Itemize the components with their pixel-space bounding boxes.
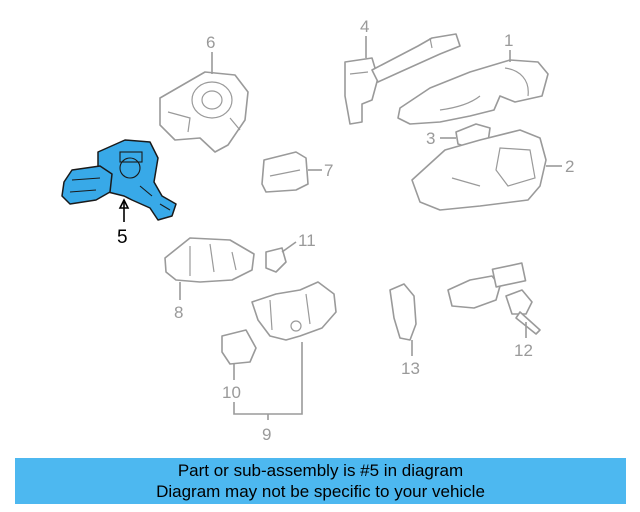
- part-10-switch[interactable]: [221, 329, 257, 365]
- part-2-lower-shroud[interactable]: [411, 129, 547, 211]
- part-5-combination-switch[interactable]: [61, 139, 177, 221]
- part-8-housing[interactable]: [164, 237, 255, 283]
- banner-line-2: Diagram may not be specific to your vehi…: [156, 482, 485, 501]
- part-6-clockspring[interactable]: [159, 71, 249, 153]
- callout-2: 2: [565, 157, 574, 176]
- callout-8: 8: [174, 303, 183, 322]
- part-1-upper-shroud[interactable]: [397, 59, 549, 125]
- callout-10: 10: [222, 383, 241, 402]
- part-7-bracket[interactable]: [261, 151, 309, 193]
- banner-line-1: Part or sub-assembly is #5 in diagram: [177, 461, 464, 480]
- part-13-key-part[interactable]: [389, 283, 417, 341]
- callout-9: 9: [262, 425, 271, 444]
- callout-4: 4: [360, 17, 369, 36]
- part-11-nut[interactable]: [265, 247, 287, 273]
- callout-13: 13: [401, 359, 420, 378]
- part-4-wiper-switch[interactable]: [344, 33, 461, 125]
- part-12-lock-cylinder[interactable]: [447, 262, 541, 335]
- callout-11: 11: [298, 231, 316, 250]
- info-banner: Part or sub-assembly is #5 in diagram Di…: [15, 458, 626, 504]
- callout-6: 6: [206, 33, 215, 52]
- callout-5: 5: [117, 227, 128, 248]
- callout-12: 12: [514, 341, 533, 360]
- callout-1: 1: [504, 31, 513, 50]
- callout-3: 3: [426, 129, 435, 148]
- parts-diagram: 6 4 1 3 2 5 7: [61, 17, 574, 444]
- part-9-lock-bracket[interactable]: [251, 281, 337, 341]
- callout-7: 7: [324, 161, 333, 180]
